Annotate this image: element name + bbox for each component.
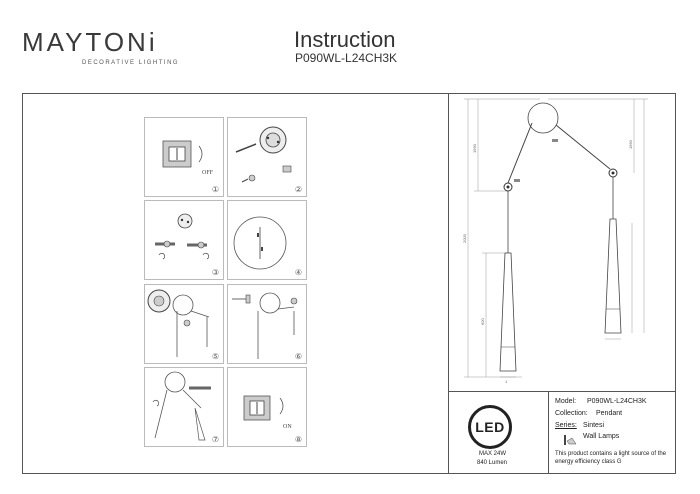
led-badge: LED xyxy=(468,405,512,449)
step-1-label: OFF xyxy=(202,170,214,176)
model-value: P090WL-L24CH3K xyxy=(587,398,647,405)
step-5-number: ⑤ xyxy=(211,352,219,361)
step-3-number: ③ xyxy=(211,268,219,277)
step-7-panel: ⑦ xyxy=(144,367,224,447)
step-8-panel: ON ⑧ xyxy=(227,367,307,447)
step-6-number: ⑥ xyxy=(294,352,302,361)
step-4-number: ④ xyxy=(294,268,302,277)
type-value: Wall Lamps xyxy=(583,433,620,440)
technical-drawing: 1560 600 2000 1560 1 xyxy=(462,98,648,384)
step-8-label: ON xyxy=(283,424,292,430)
instruction-frame xyxy=(22,93,676,474)
step-4-panel: ④ xyxy=(227,200,307,280)
divider-specs xyxy=(548,391,549,474)
wall-plate-mounting-illustration xyxy=(235,126,292,183)
step-6-panel: ⑥ xyxy=(227,284,307,364)
wiring-connection-illustration xyxy=(155,213,210,260)
document-title: Instruction xyxy=(294,27,396,52)
brand-tagline: DECORATIVE LIGHTING xyxy=(82,60,180,66)
series-label: Series: xyxy=(555,422,577,429)
shade-mount-illustration xyxy=(152,371,211,441)
step-2-panel: ② xyxy=(227,117,307,197)
step-1-panel: OFF ① xyxy=(144,117,224,197)
dimension-label-right-upper: 1560 xyxy=(628,139,633,149)
brand-logo: MAYTONi xyxy=(22,27,158,57)
energy-note-line-1: This product contains a light source of … xyxy=(555,451,667,457)
energy-note-line-2: energy efficiency class G xyxy=(555,459,622,465)
model-code: P090WL-L24CH3K xyxy=(295,51,398,65)
cover-plate-illustration xyxy=(233,216,287,270)
led-power: MAX 24W xyxy=(479,451,507,457)
step-8-number: ⑧ xyxy=(294,435,302,444)
power-switch-on-illustration xyxy=(243,395,284,421)
lamp-attach-illustration xyxy=(147,289,210,357)
step-1-number: ① xyxy=(211,185,219,194)
step-5-panel: ⑤ xyxy=(144,284,224,364)
step-7-number: ⑦ xyxy=(211,435,219,444)
dimension-label-left-lower: 600 xyxy=(480,318,485,325)
led-lumen: 840 Lumen xyxy=(477,460,508,466)
step-3-panel: ③ xyxy=(144,200,224,280)
dimension-label-left-upper: 1560 xyxy=(472,143,477,153)
dimension-label-bottom-left: 1 xyxy=(505,379,508,384)
wall-plate-left xyxy=(527,102,559,134)
collection-value: Pendant xyxy=(596,410,623,417)
wall-lamp-icon xyxy=(564,432,578,445)
divider-vertical xyxy=(448,93,449,474)
power-switch-off-illustration xyxy=(162,140,203,168)
lamp-shade-right xyxy=(604,218,622,334)
divider-horizontal xyxy=(448,391,676,392)
model-label: Model: xyxy=(555,398,577,405)
series-value: Sintesi xyxy=(583,422,605,429)
collection-label: Collection: xyxy=(555,410,588,417)
dimension-label-total: 2000 xyxy=(462,233,467,243)
lamp-shade-left xyxy=(499,252,517,372)
led-badge-text: LED xyxy=(475,419,505,435)
step-2-number: ② xyxy=(294,185,302,194)
arm-adjust-illustration xyxy=(232,292,298,359)
